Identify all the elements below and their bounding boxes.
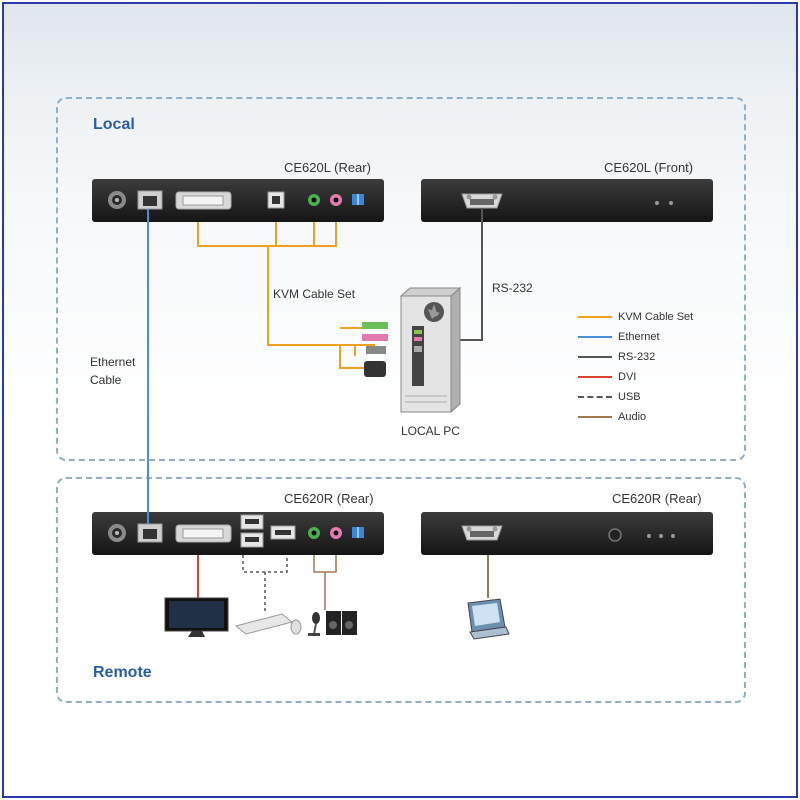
local-zone — [56, 97, 746, 461]
mouse-icon — [290, 619, 302, 635]
ethernet-cable-label-line2: Cable — [90, 373, 122, 387]
legend-item: DVI — [578, 371, 636, 383]
serial-terminal-icon — [467, 598, 510, 640]
rj45-port-icon — [137, 190, 163, 210]
audio-jack-pink-icon — [330, 194, 342, 206]
legend-item: RS-232 — [578, 351, 655, 363]
usb-a-port-icon — [240, 514, 264, 548]
keyboard-icon — [234, 613, 294, 635]
audio-jack-green-icon — [308, 194, 320, 206]
legend-swatch — [578, 396, 612, 398]
power-jack-icon — [108, 191, 126, 209]
dip-switch-icon — [352, 527, 364, 538]
legend-label: RS-232 — [618, 351, 656, 363]
rj45-port-icon — [137, 523, 163, 543]
legend-swatch — [578, 336, 612, 338]
local-rear-label: CE620L (Rear) — [284, 160, 371, 175]
legend-item: Audio — [578, 411, 646, 423]
local-pc-label: LOCAL PC — [401, 424, 460, 438]
kvm-cable-set-label: KVM Cable Set — [273, 287, 356, 301]
kvm-cable-set-lines — [197, 222, 375, 369]
remote-zone — [56, 477, 746, 703]
legend-label: Ethernet — [618, 331, 660, 343]
legend-label: Audio — [618, 411, 647, 423]
power-jack-icon — [108, 524, 126, 542]
local-front-label: CE620L (Front) — [604, 160, 694, 175]
led-icon — [647, 534, 651, 538]
audio-jack-pink-icon — [330, 527, 342, 539]
audio-jack-green-icon — [308, 527, 320, 539]
legend-swatch — [578, 376, 612, 378]
audio-cable-lines — [313, 555, 337, 610]
legend-item: USB — [578, 391, 641, 403]
usb-b-port-icon — [267, 191, 285, 209]
power-button-icon — [608, 528, 622, 542]
dip-switch-icon — [352, 194, 364, 205]
legend-label: DVI — [618, 371, 637, 383]
led-icon — [669, 201, 673, 205]
rs232-label: RS-232 — [492, 281, 533, 295]
legend-swatch — [578, 356, 612, 358]
legend-label: USB — [618, 391, 641, 403]
ethernet-cable-label: Ethernet Cable — [90, 353, 135, 389]
usb-a-port-icon — [270, 525, 296, 540]
microphone-icon — [308, 612, 320, 636]
pc-tower-icon — [399, 286, 462, 414]
remote-rear-label-b: CE620R (Rear) — [612, 491, 702, 506]
serial-port-icon — [461, 193, 503, 209]
legend-swatch — [578, 316, 612, 318]
legend-label: KVM Cable Set — [618, 311, 694, 323]
remote-rear-label-a: CE620R (Rear) — [284, 491, 374, 506]
legend-item: Ethernet — [578, 331, 660, 343]
kvm-connectors-icon — [362, 322, 388, 377]
ethernet-cable-label-line1: Ethernet — [90, 355, 136, 369]
local-zone-title: Local — [93, 116, 135, 133]
serial-port-icon — [461, 525, 503, 541]
led-icon — [671, 534, 675, 538]
usb-cable-lines — [242, 555, 288, 612]
dvi-port-icon — [175, 191, 232, 210]
remote-zone-title: Remote — [93, 664, 152, 681]
led-icon — [659, 534, 663, 538]
led-icon — [655, 201, 659, 205]
legend-swatch — [578, 416, 612, 418]
monitor-icon — [164, 597, 229, 637]
speakers-icon — [326, 611, 357, 635]
dvi-port-icon — [175, 524, 232, 543]
legend-item: KVM Cable Set — [578, 311, 693, 323]
